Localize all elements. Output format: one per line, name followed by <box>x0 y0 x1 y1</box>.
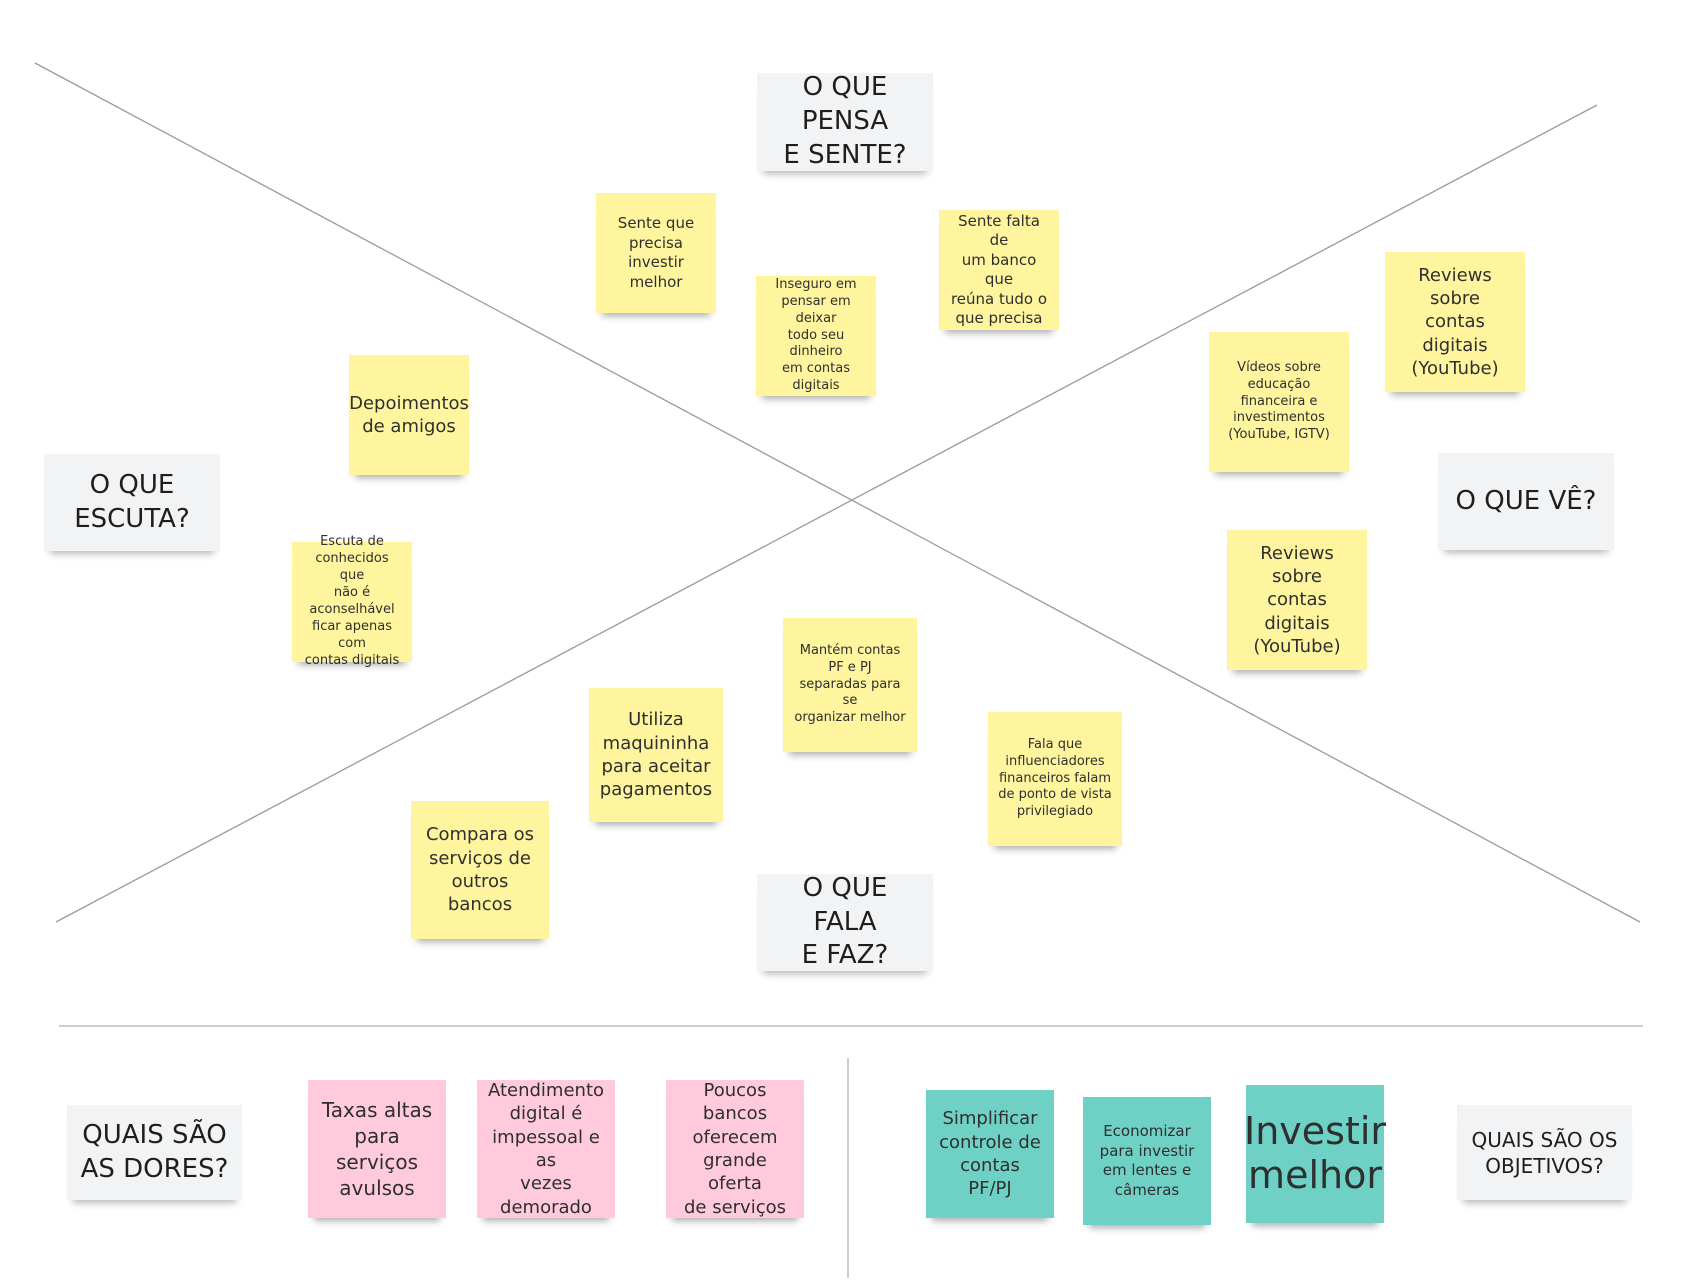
sticky-note-hears-2[interactable]: Escuta de conhecidos que não é aconselhá… <box>292 534 412 668</box>
sticky-note-sees-3[interactable]: Reviews sobre contas digitais (YouTube) <box>1227 530 1367 670</box>
sticky-note-goal-1[interactable]: Simplificar controle de contas PF/PJ <box>926 1090 1054 1218</box>
sticky-note-pain-1[interactable]: Taxas altas para serviços avulsos <box>308 1080 446 1218</box>
sticky-note-thinks-3[interactable]: Sente falta de um banco que reúna tudo o… <box>939 210 1059 330</box>
label-pains[interactable]: QUAIS SÃO AS DORES? <box>67 1105 242 1200</box>
sticky-note-sees-2[interactable]: Vídeos sobre educação financeira e inves… <box>1209 332 1349 472</box>
label-sees[interactable]: O QUE VÊ? <box>1438 453 1614 550</box>
sticky-note-pain-3[interactable]: Poucos bancos oferecem grande oferta de … <box>666 1080 804 1218</box>
label-says-does[interactable]: O QUE FALA E FAZ? <box>757 873 933 971</box>
label-thinks-feels[interactable]: O QUE PENSA E SENTE? <box>757 72 933 171</box>
sticky-note-thinks-2[interactable]: Inseguro em pensar em deixar todo seu di… <box>756 276 876 396</box>
label-hears[interactable]: O QUE ESCUTA? <box>44 454 220 551</box>
sticky-note-says-4[interactable]: Compara os serviços de outros bancos <box>411 801 549 939</box>
sticky-note-goal-3[interactable]: Investir melhor <box>1244 1085 1386 1223</box>
sticky-note-sees-1[interactable]: Reviews sobre contas digitais (YouTube) <box>1385 252 1525 392</box>
sticky-note-says-2[interactable]: Utiliza maquininha para aceitar pagament… <box>589 688 723 822</box>
sticky-note-says-1[interactable]: Mantém contas PF e PJ separadas para se … <box>783 618 917 752</box>
sticky-note-goal-2[interactable]: Economizar para investir em lentes e câm… <box>1083 1097 1211 1225</box>
sticky-note-thinks-1[interactable]: Sente que precisa investir melhor <box>596 193 716 313</box>
sticky-note-says-3[interactable]: Fala que influenciadores financeiros fal… <box>988 712 1122 846</box>
diagonal-line-top-right <box>55 104 1598 923</box>
sticky-note-hears-1[interactable]: Depoimentos de amigos <box>349 355 469 475</box>
diagonal-line-top-left <box>34 62 1641 923</box>
sticky-note-pain-2[interactable]: Atendimento digital é impessoal e as vez… <box>477 1080 615 1218</box>
label-goals[interactable]: QUAIS SÃO OS OBJETIVOS? <box>1457 1105 1632 1200</box>
